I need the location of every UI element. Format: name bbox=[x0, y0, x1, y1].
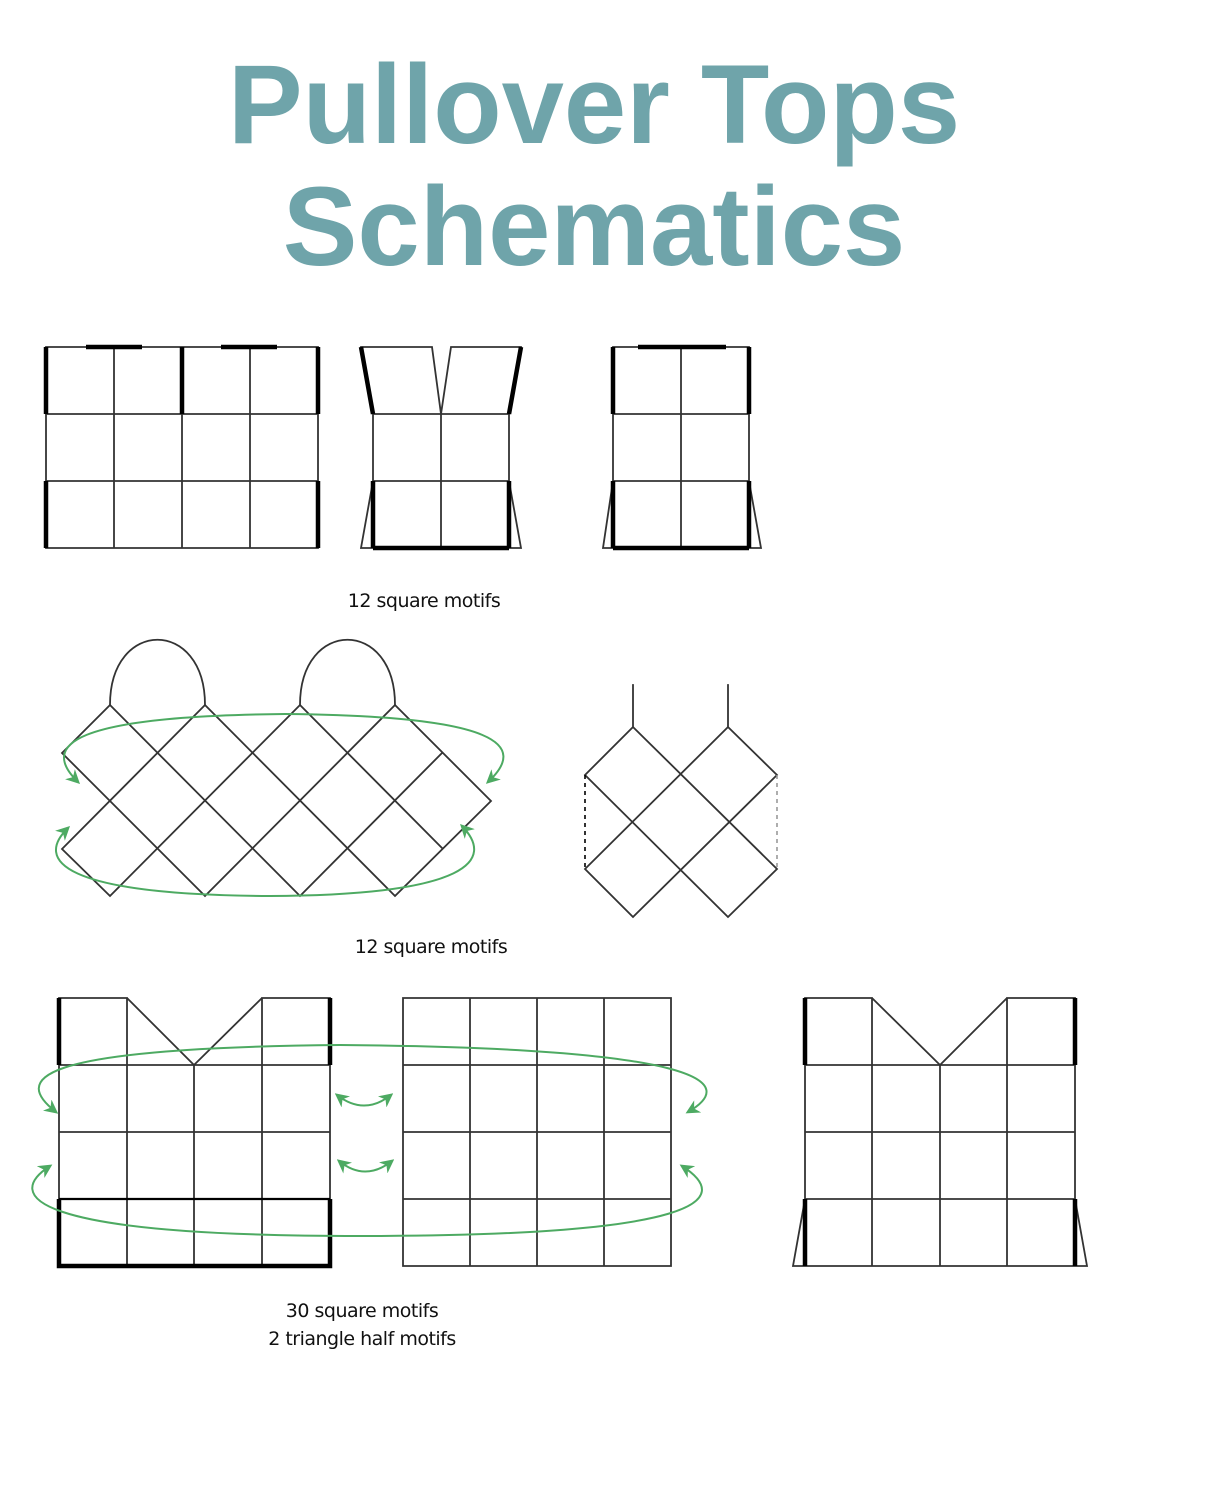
shoulder-strap-left bbox=[109, 639, 206, 706]
section2-diamond-piece bbox=[583, 684, 779, 919]
join-arrow-top bbox=[63, 712, 505, 784]
shoulder-strap-right bbox=[299, 639, 396, 706]
section1-front-panel bbox=[43, 344, 321, 549]
section3-label-line-1: 30 square motifs bbox=[286, 1300, 438, 1322]
section1-label: 12 square motifs bbox=[348, 590, 500, 612]
join-arrow-bottom bbox=[54, 823, 476, 898]
section3-side-panel bbox=[791, 997, 1089, 1267]
side-seam-arrow-lower bbox=[336, 1159, 395, 1174]
section2-diamond-body bbox=[60, 639, 493, 898]
section3-back-panel bbox=[402, 997, 672, 1267]
section3-front-panel bbox=[56, 997, 333, 1269]
title-line-1: Pullover Tops bbox=[228, 42, 960, 167]
section1-vneck-panel bbox=[358, 346, 524, 551]
join-arrow-upper bbox=[37, 1043, 708, 1114]
title-line-2: Schematics bbox=[283, 164, 906, 289]
section2-label: 12 square motifs bbox=[355, 936, 507, 958]
section3-label-line-2: 2 triangle half motifs bbox=[268, 1328, 456, 1350]
side-seam-arrow-upper bbox=[334, 1093, 394, 1108]
section1-back-panel bbox=[601, 344, 763, 551]
join-arrow-lower bbox=[31, 1164, 703, 1238]
